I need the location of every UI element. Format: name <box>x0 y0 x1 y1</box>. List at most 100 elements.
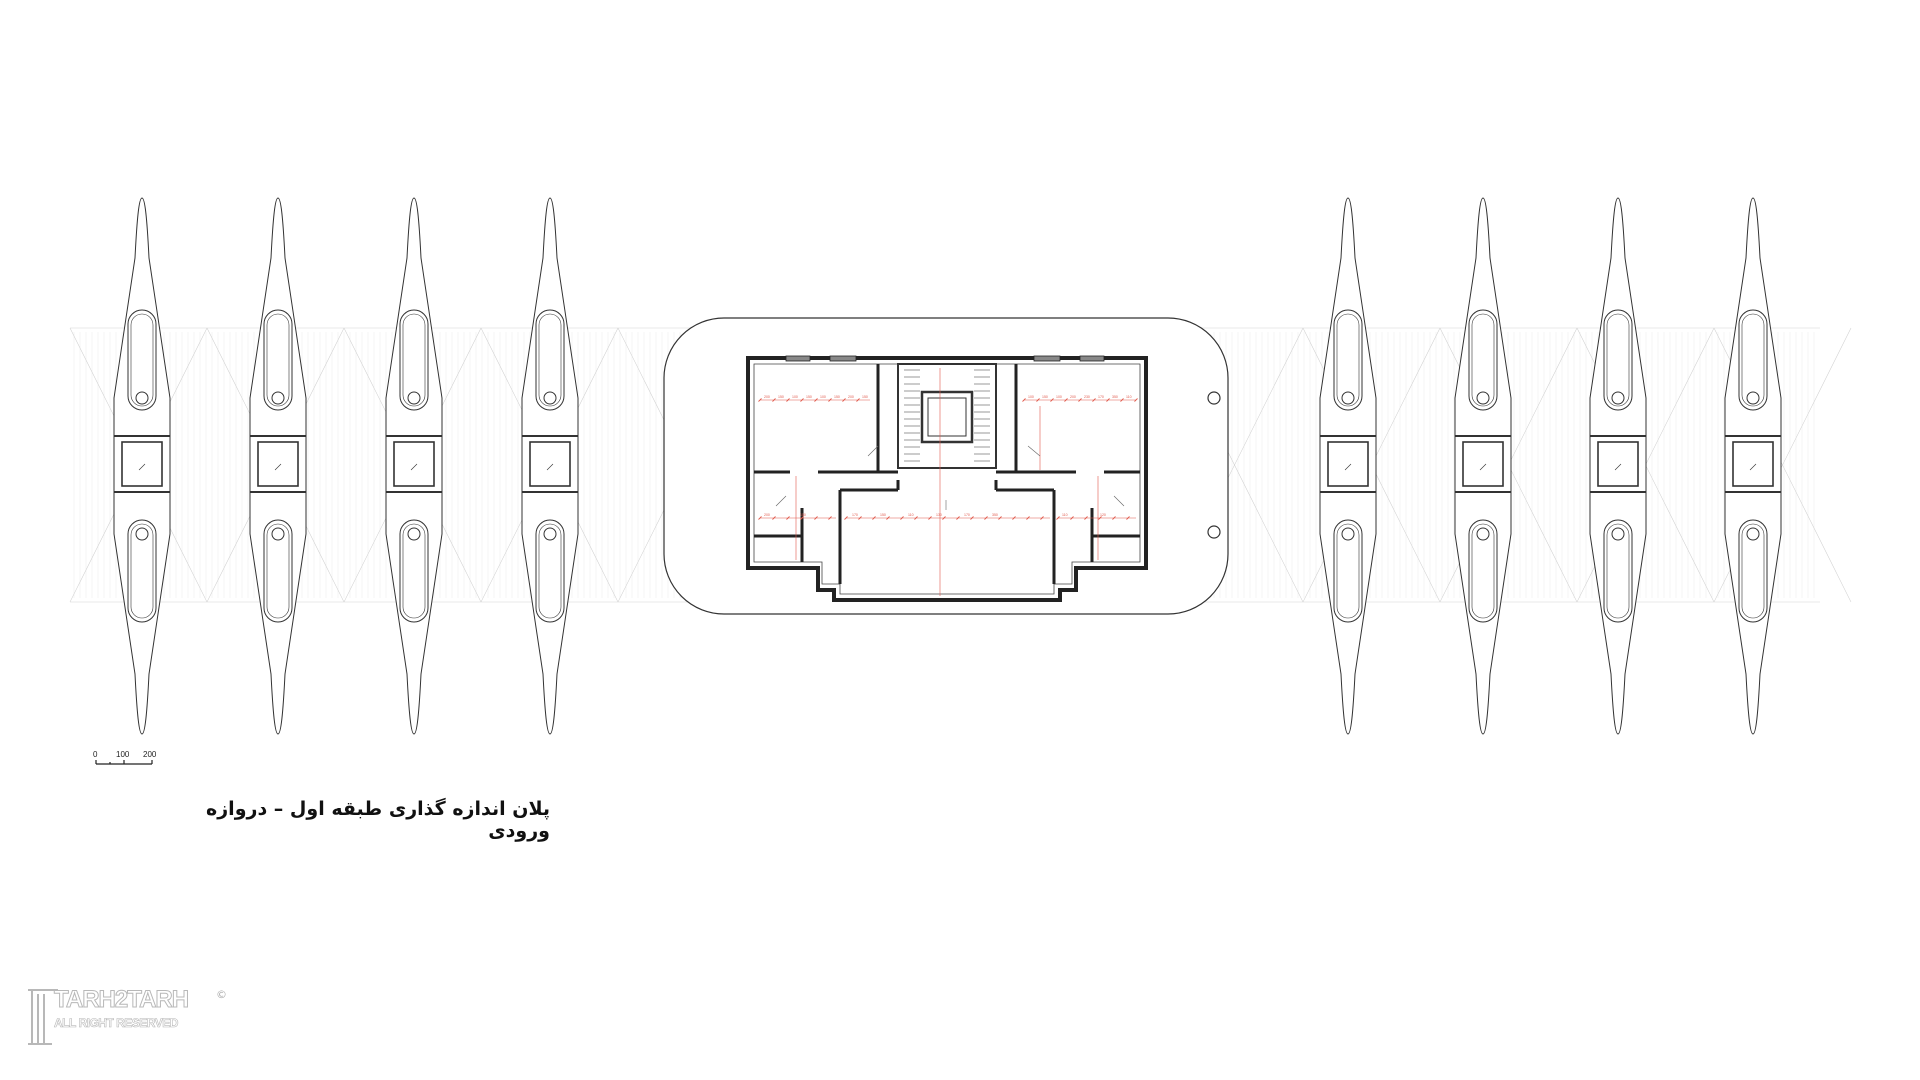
dimension-tick <box>842 398 846 402</box>
dimension-tick <box>1126 516 1130 520</box>
pier-capsule-lower <box>535 519 565 623</box>
dimension-tick <box>998 516 1002 520</box>
scale-bar <box>95 760 153 765</box>
pier-leader <box>274 463 282 471</box>
dimension-tick <box>1120 398 1124 402</box>
dimension-label: 200 <box>764 395 770 399</box>
pier-porthole-lower <box>1476 527 1490 541</box>
pier-capsule-upper-inner <box>130 313 154 407</box>
dimension-tick <box>1036 398 1040 402</box>
pier-capsule-lower <box>1333 519 1363 623</box>
pier-6 <box>1454 197 1512 735</box>
pier-leader <box>546 463 554 471</box>
window <box>1079 355 1105 362</box>
dimension-label: 170 <box>1098 395 1104 399</box>
pier-capsule-lower <box>263 519 293 623</box>
dimension-label: 200 <box>1070 395 1076 399</box>
scale-label-200: 200 <box>143 750 157 759</box>
dimension-label: 200 <box>848 395 854 399</box>
pier-capsule-upper <box>1603 309 1633 411</box>
dimension-lines <box>758 368 1138 596</box>
pier-porthole-upper <box>1341 391 1355 405</box>
dimension-label: 150 <box>806 395 812 399</box>
pier-7 <box>1589 197 1647 735</box>
dimension-tick <box>772 516 776 520</box>
leader-lines <box>775 445 1125 510</box>
pier-capsule-upper <box>535 309 565 411</box>
pier-capsule-upper-inner <box>1606 313 1630 407</box>
dimension-tick <box>928 516 932 520</box>
dimension-tick <box>984 516 988 520</box>
dimension-tick <box>758 398 762 402</box>
dimension-tick <box>1112 516 1116 520</box>
pier-porthole-upper <box>407 391 421 405</box>
pier-capsule-upper-inner <box>1336 313 1360 407</box>
pier-capsule-lower-inner <box>1336 523 1360 619</box>
dimension-tick <box>1078 398 1082 402</box>
dimension-tick <box>1070 516 1074 520</box>
pier-capsule-lower-inner <box>1471 523 1495 619</box>
building-interior-wall-line <box>753 363 1141 595</box>
dimension-tick <box>1050 398 1054 402</box>
pier-capsule-upper <box>1738 309 1768 411</box>
dimension-label: 130 <box>936 513 942 517</box>
pier-capsule-lower-inner <box>538 523 562 619</box>
dimension-label: 150 <box>834 395 840 399</box>
pier-leader <box>410 463 418 471</box>
interior-partitions <box>754 364 1140 584</box>
pier-porthole-upper <box>271 391 285 405</box>
building-platform-outline <box>663 317 1229 615</box>
pier-leader <box>1344 463 1352 471</box>
pier-capsule-lower <box>1468 519 1498 623</box>
pier-capsule-lower <box>1603 519 1633 623</box>
dimension-tick <box>900 516 904 520</box>
dimension-label: 100 <box>1056 395 1062 399</box>
pier-porthole-lower <box>407 527 421 541</box>
dimension-label: 150 <box>862 395 868 399</box>
pier-leader <box>1614 463 1622 471</box>
pier-porthole-upper <box>1746 391 1760 405</box>
dimension-tick <box>1106 398 1110 402</box>
watermark-subtitle: ALL RIGHT RESERVED <box>54 1016 179 1031</box>
pier-group <box>113 197 1782 735</box>
pier-porthole-upper <box>135 391 149 405</box>
pier-room <box>1462 441 1504 487</box>
dimension-label: 200 <box>764 513 770 517</box>
pier-capsule-upper <box>263 309 293 411</box>
dimension-label: 170 <box>964 513 970 517</box>
pier-capsule-upper <box>1468 309 1498 411</box>
dimension-tick <box>1064 398 1068 402</box>
pier-capsule-lower-inner <box>402 523 426 619</box>
pier-porthole-lower <box>1611 527 1625 541</box>
building-exterior-wall <box>746 356 1148 602</box>
dimension-label: 110 <box>908 513 914 517</box>
pier-leader <box>1479 463 1487 471</box>
pier-capsule-lower <box>1738 519 1768 623</box>
pier-porthole-upper <box>1476 391 1490 405</box>
pier-capsule-upper <box>127 309 157 411</box>
stair-steps <box>904 369 990 462</box>
dimension-tick <box>856 398 860 402</box>
dimension-tick <box>872 516 876 520</box>
dimension-label: 120 <box>1100 513 1106 517</box>
column-logo-icon <box>28 989 58 1045</box>
porthole-window-bottom <box>1207 525 1221 539</box>
dimension-tick <box>956 516 960 520</box>
copyright-icon: © <box>216 988 227 1001</box>
pier-capsule-lower-inner <box>266 523 290 619</box>
pier-room <box>529 441 571 487</box>
pier-room <box>121 441 163 487</box>
pier-porthole-lower <box>543 527 557 541</box>
watermark-brand: TARH2TARH <box>53 986 189 1014</box>
pier-capsule-upper <box>1333 309 1363 411</box>
pier-room <box>1732 441 1774 487</box>
pier-5 <box>1319 197 1377 735</box>
pier-capsule-lower-inner <box>130 523 154 619</box>
dimension-tick <box>1040 516 1044 520</box>
pier-porthole-upper <box>543 391 557 405</box>
pier-room <box>393 441 435 487</box>
dimension-label: 350 <box>1112 395 1118 399</box>
